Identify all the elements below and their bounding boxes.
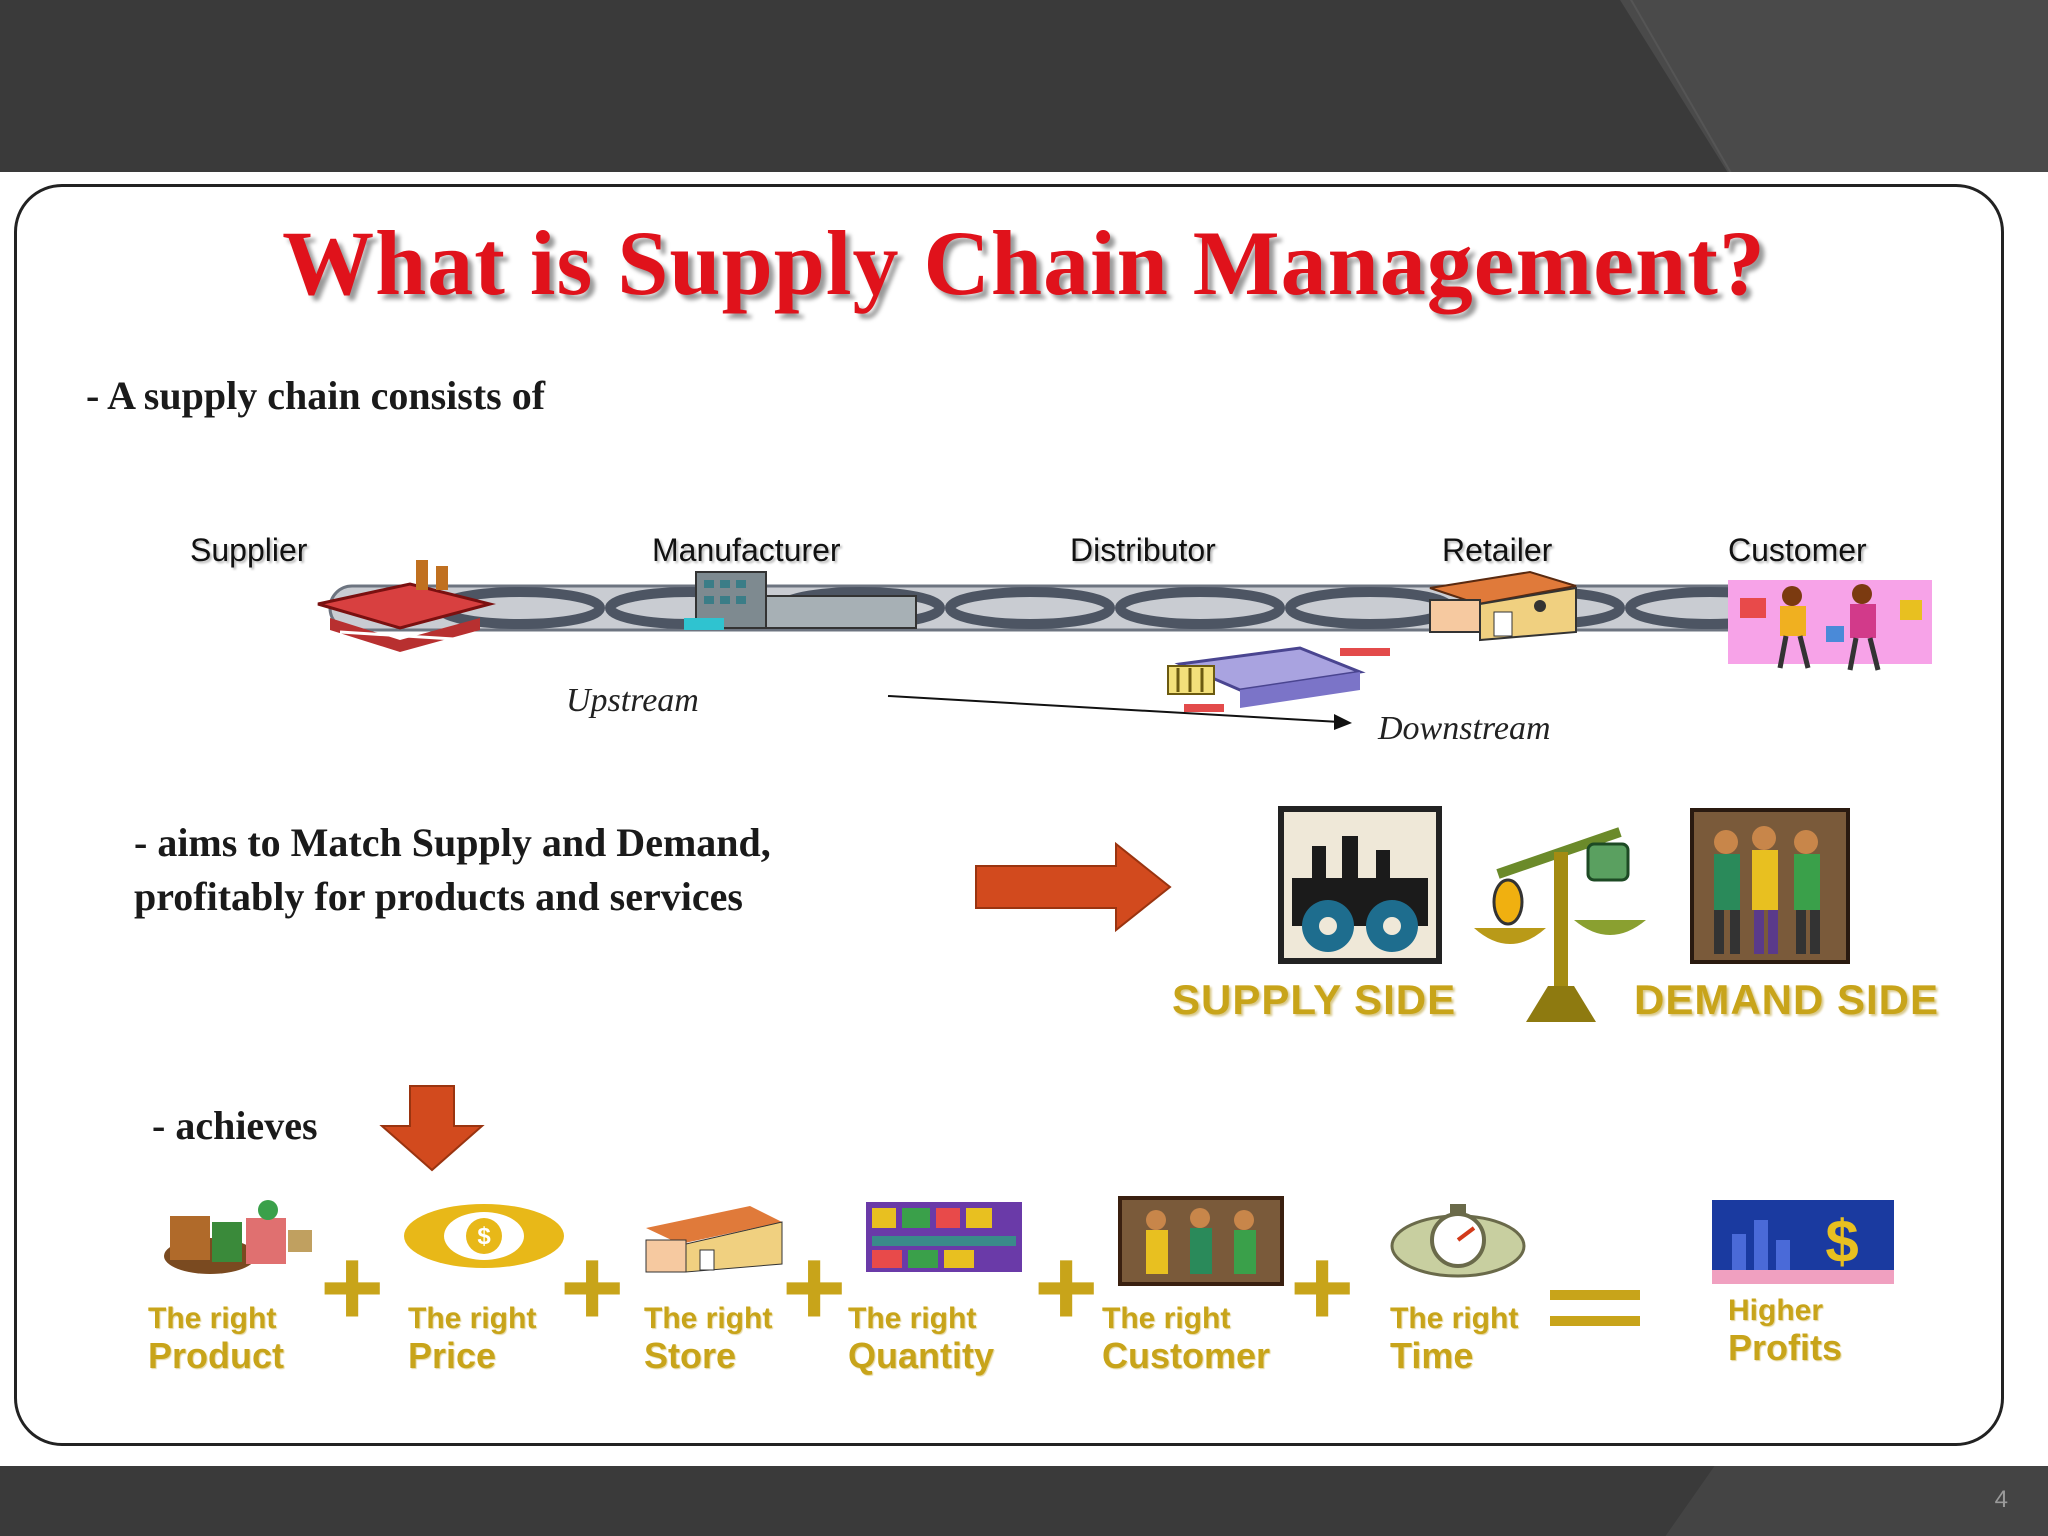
match-line-1: - aims to Match Supply and Demand, <box>134 820 771 865</box>
bottom-bar: 4 <box>0 1466 2048 1536</box>
plus-sign-5: + <box>1290 1226 1355 1349</box>
item-price: The right Price <box>408 1302 537 1376</box>
plus-sign-2: + <box>560 1226 625 1349</box>
plus-sign-3: + <box>782 1226 847 1349</box>
downstream-label: Downstream <box>1378 710 1551 747</box>
crowd-icon <box>1690 808 1850 964</box>
grocery-icon <box>164 1200 312 1274</box>
supply-side-label: SUPPLY SIDE <box>1172 976 1457 1023</box>
right-arrow-icon <box>975 841 1172 933</box>
balance-scale-icon <box>1474 827 1646 1022</box>
svg-text:$: $ <box>1825 1208 1858 1275</box>
item-store: The right Store <box>644 1302 773 1376</box>
shelf-store-icon <box>645 1206 783 1273</box>
profit-chart-icon: $ <box>1712 1200 1894 1284</box>
down-arrow-icon <box>379 1085 485 1172</box>
item-higher-profits: Higher Profits <box>1728 1294 1843 1368</box>
node-distributor: Distributor <box>1070 532 1216 568</box>
equals-sign-bottom <box>1550 1316 1640 1326</box>
price-tag-icon: $ <box>404 1204 564 1268</box>
plus-sign-1: + <box>320 1226 385 1349</box>
shelf-icon <box>866 1202 1022 1272</box>
top-bar <box>0 0 2048 172</box>
item-customer: The right Customer <box>1102 1302 1271 1376</box>
node-customer: Customer <box>1728 532 1867 568</box>
stopwatch-icon <box>1390 1204 1526 1278</box>
item-quantity: The right Quantity <box>848 1302 995 1376</box>
plus-sign-4: + <box>1034 1226 1099 1349</box>
customers-group-icon <box>1118 1196 1284 1286</box>
item-product: The right Product <box>148 1302 285 1376</box>
svg-text:$: $ <box>477 1223 491 1250</box>
page-number: 4 <box>1994 1486 2008 1513</box>
gears-factory-icon <box>1278 806 1442 964</box>
match-supply-demand-text: - aims to Match Supply and Demand, profi… <box>134 816 771 924</box>
match-line-2: profitably for products and services <box>134 874 743 919</box>
equals-sign-top <box>1550 1290 1640 1300</box>
demand-side-label: DEMAND SIDE <box>1634 976 1940 1023</box>
achieves-text: - achieves <box>152 1103 318 1148</box>
upstream-label: Upstream <box>566 682 699 719</box>
node-manufacturer: Manufacturer <box>652 532 841 568</box>
slide-title: What is Supply Chain Management? <box>282 212 1766 314</box>
item-time: The right Time <box>1390 1302 1519 1376</box>
supply-chain-intro: - A supply chain consists of <box>86 373 546 418</box>
node-retailer: Retailer <box>1442 532 1553 568</box>
node-supplier: Supplier <box>190 532 308 568</box>
